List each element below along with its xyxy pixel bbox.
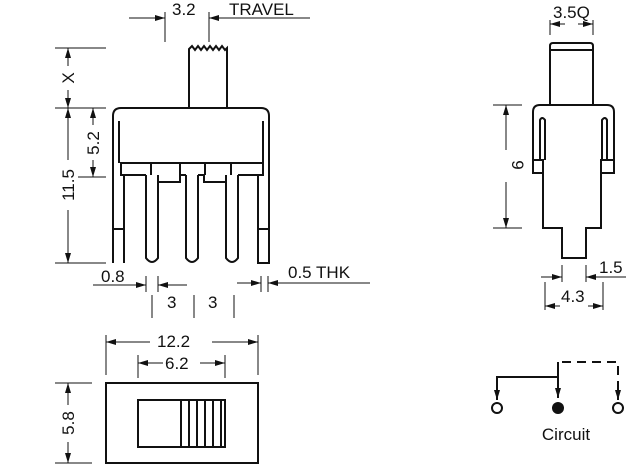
width: 5.8 [59,411,78,435]
body-height: 9 [508,160,527,169]
height-body: 5.2 [84,131,103,155]
height-total: 11.5 [59,169,78,201]
terminal-right [612,402,624,414]
slot-length: 6.2 [165,354,189,373]
actuator-width: 3.5Q [553,3,590,22]
leg-width: 0.8 [101,267,125,286]
base-width: 4.3 [561,287,585,306]
pitch-1: 3 [167,293,176,312]
pin-left [145,175,159,263]
travel-value: 3.2 [172,0,196,19]
top-view: 12.2 6.2 5.8 [55,332,259,464]
terminal-block [124,163,258,183]
knob-grip [180,400,222,447]
terminal-common [552,402,564,414]
overall-length: 12.2 [157,332,190,351]
terminal-left [491,402,503,414]
front-view: 3.2 TRAVEL X 11.5 5.2 0.8 3 3 0.5 THK [55,0,370,318]
circuit-label: Circuit [542,425,590,444]
pitch-2: 3 [208,293,217,312]
pin-right [225,175,239,263]
travel-label: TRAVEL [229,0,294,19]
side-actuator [549,42,594,105]
side-view: 3.5Q 9 1.5 4.3 [493,3,626,310]
thickness: 0.5 THK [288,263,351,282]
top-body [105,382,259,464]
pin-center [185,175,199,263]
switch-body [112,107,270,264]
pin-width: 1.5 [599,258,623,277]
circuit-diagram: Circuit [491,361,624,444]
actuator [188,44,228,108]
x-label: X [59,72,78,83]
